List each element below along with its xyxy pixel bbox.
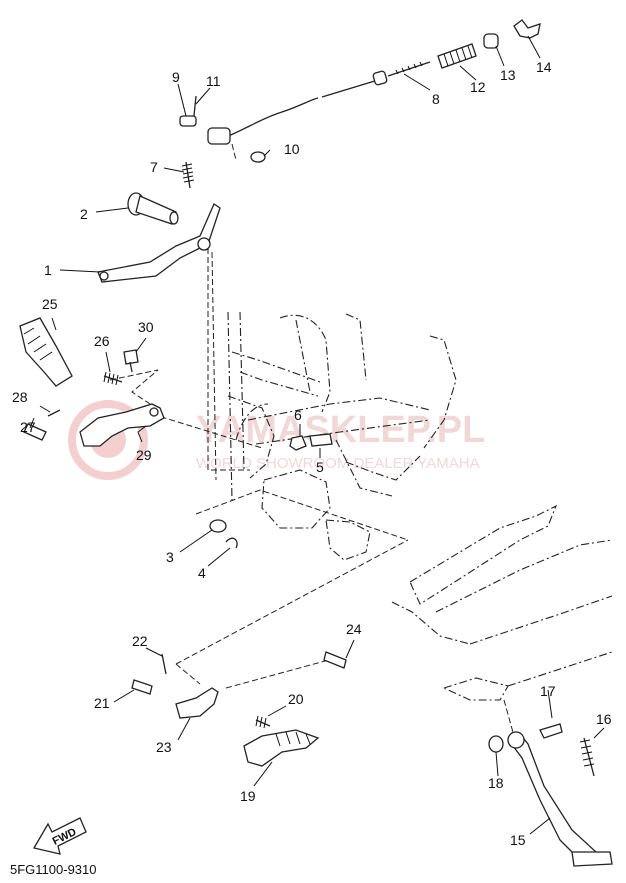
spring-7 <box>181 161 195 189</box>
callout-7: 7 <box>150 159 158 175</box>
footrest-bracket-29 <box>79 403 165 447</box>
footrest-25 <box>19 317 73 387</box>
watermark-brand: YAMASKLEP.PL <box>196 409 485 451</box>
pin-9 <box>179 115 197 127</box>
bolt-5 <box>309 433 333 447</box>
fwd-label: FWD <box>51 826 79 848</box>
bolt-30 <box>123 349 139 373</box>
callout-13: 13 <box>500 67 516 83</box>
footrest-19 <box>243 729 320 767</box>
pin-27 <box>23 423 47 441</box>
callout-21: 21 <box>94 695 110 711</box>
callout-19: 19 <box>240 788 256 804</box>
frame-outline <box>227 311 457 561</box>
footrest-bracket-23 <box>175 687 219 719</box>
callout-23: 23 <box>156 739 172 755</box>
callouts: 1 2 3 4 5 6 7 8 9 10 11 12 13 14 15 16 1… <box>12 59 612 848</box>
cotter-pin-22 <box>161 653 167 675</box>
callout-18: 18 <box>488 775 504 791</box>
callout-9: 9 <box>172 69 180 85</box>
callout-25: 25 <box>42 296 58 312</box>
callout-27: 27 <box>20 419 36 435</box>
callout-17: 17 <box>540 683 556 699</box>
cotter-pin-11 <box>193 95 197 117</box>
watermark: YAMASKLEP.PL WORLD SHOWROOM DEALER YAMAH… <box>68 400 485 480</box>
callout-16: 16 <box>596 711 612 727</box>
callout-24: 24 <box>346 621 362 637</box>
sidestand-15 <box>507 731 613 867</box>
washer-10 <box>250 151 266 163</box>
watermark-tagline: WORLD SHOWROOM DEALER YAMAHA <box>196 455 480 472</box>
leader-lines <box>29 35 605 835</box>
cotter-pin-28 <box>47 409 61 417</box>
brake-pedal-1 <box>97 203 221 283</box>
pin-21 <box>131 679 153 695</box>
bolt-17 <box>539 723 563 739</box>
cable-clevis <box>207 127 231 145</box>
callout-3: 3 <box>166 549 174 565</box>
callout-4: 4 <box>198 565 206 581</box>
callout-12: 12 <box>470 79 486 95</box>
callout-28: 28 <box>12 389 28 405</box>
callout-10: 10 <box>284 141 300 157</box>
callout-20: 20 <box>288 691 304 707</box>
collar-18 <box>488 735 504 753</box>
cable-spring-12 <box>437 43 477 69</box>
spring-16 <box>579 737 595 777</box>
spring-20 <box>255 715 271 729</box>
callout-22: 22 <box>132 633 148 649</box>
brake-cable <box>227 61 431 137</box>
fwd-arrow-icon: FWD <box>32 817 87 855</box>
diagram-code: 5FG1100-9310 <box>10 862 97 877</box>
callout-11: 11 <box>206 73 221 89</box>
spring-26 <box>103 371 123 386</box>
callout-14: 14 <box>536 59 552 75</box>
callout-30: 30 <box>138 319 154 335</box>
relation-lines <box>109 143 515 737</box>
pivot-shaft-2 <box>127 192 179 225</box>
callout-6: 6 <box>294 407 302 423</box>
callout-26: 26 <box>94 333 110 349</box>
bolt-24 <box>323 651 347 669</box>
callout-15: 15 <box>510 832 526 848</box>
callout-8: 8 <box>432 91 440 107</box>
cable-joint-13 <box>483 33 499 49</box>
swingarm-outline <box>391 504 613 701</box>
callout-2: 2 <box>80 206 88 222</box>
adjusting-nut-14 <box>513 19 541 39</box>
circlip-4 <box>225 537 238 549</box>
callout-1: 1 <box>44 262 52 278</box>
nut-6 <box>289 435 307 451</box>
callout-29: 29 <box>136 447 152 463</box>
callout-5: 5 <box>316 459 324 475</box>
washer-3 <box>209 519 227 533</box>
